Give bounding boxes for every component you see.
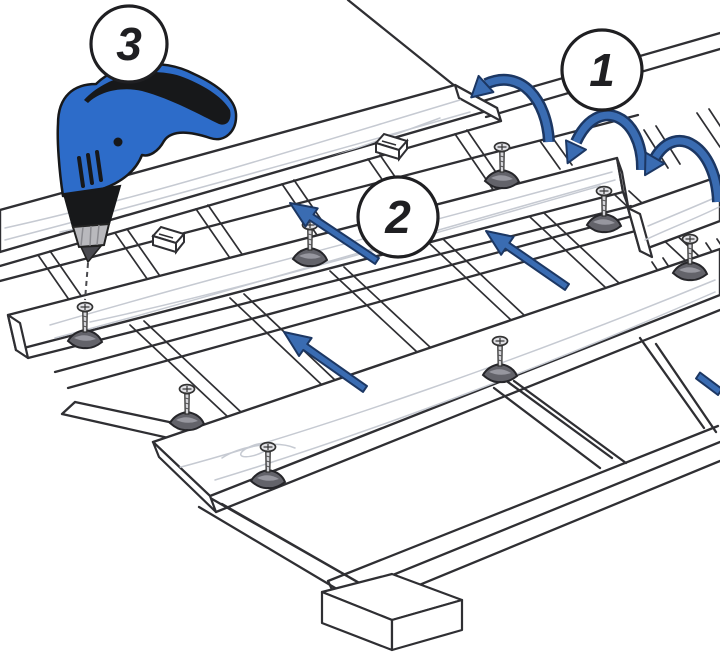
arrowhead xyxy=(644,151,666,177)
joist-beam xyxy=(197,493,384,600)
drill-bit xyxy=(79,245,103,264)
slide-arrow-2 xyxy=(485,230,570,291)
wood-grain xyxy=(49,171,616,339)
slide-arrow-1 xyxy=(289,202,380,265)
board-3-thickness-edge xyxy=(214,308,720,514)
arrowhead xyxy=(565,139,587,165)
flip-arrow-2 xyxy=(565,109,649,171)
arrowhead xyxy=(470,74,495,99)
step-1-number: 1 xyxy=(589,44,615,96)
drill-top-stripe xyxy=(84,72,231,125)
flip-arrows xyxy=(470,73,720,203)
slide-arrows xyxy=(283,202,720,396)
flip-arrow-1 xyxy=(470,73,555,143)
bearer-beam xyxy=(326,424,720,618)
joist-rail xyxy=(0,113,640,283)
joist-beam xyxy=(492,372,628,470)
drill-guide-dashed-line xyxy=(84,262,89,301)
screw-assembly xyxy=(484,141,520,190)
board-2-thickness-edge xyxy=(26,204,633,360)
step-2-number: 2 xyxy=(384,191,411,243)
step-badge-2: 2 xyxy=(356,175,440,259)
drill-button xyxy=(113,137,123,147)
step-3-number: 3 xyxy=(116,18,142,70)
deck-board-1 xyxy=(0,83,503,254)
slide-arrow-4 xyxy=(695,371,720,396)
step-badge-3: 3 xyxy=(89,4,169,84)
joist-beam xyxy=(638,336,718,434)
step-badge-1: 1 xyxy=(560,28,644,112)
drill-collar-ridges xyxy=(80,224,100,247)
screw-assembly xyxy=(169,383,205,432)
drill-vents xyxy=(77,150,103,188)
joist-rail xyxy=(66,226,648,390)
slide-arrow-3 xyxy=(283,331,368,393)
support-foot xyxy=(320,572,464,652)
deck-board-3 xyxy=(151,247,720,514)
wood-grain xyxy=(169,279,716,481)
deck-board-4 xyxy=(626,174,720,259)
drill-icon xyxy=(56,62,238,301)
edge-spacer-clip xyxy=(152,226,185,253)
flip-arrow-3 xyxy=(644,135,720,203)
